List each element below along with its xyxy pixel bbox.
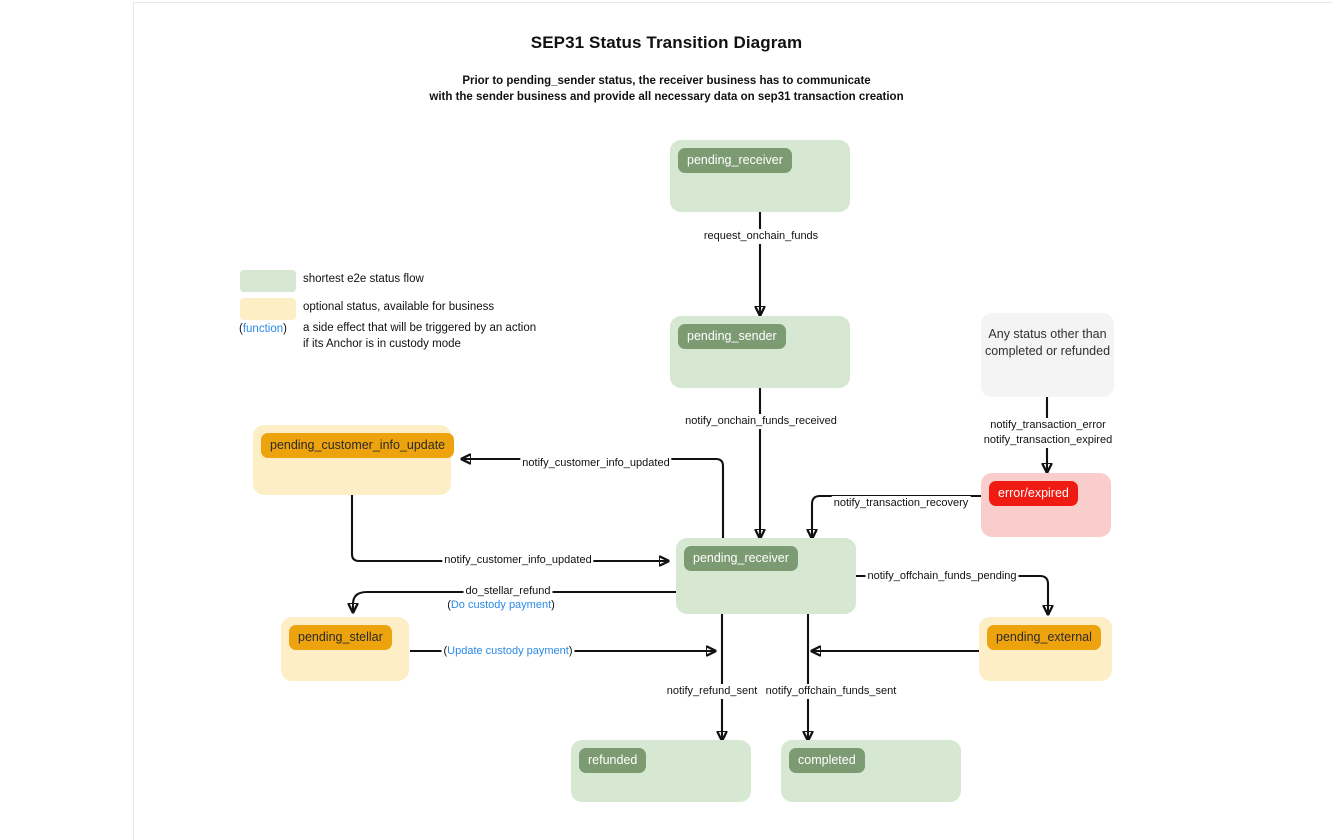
node-pending-stellar[interactable]: pending_stellar <box>281 617 409 681</box>
page-title: SEP31 Status Transition Diagram <box>530 33 803 52</box>
edge-notify-customer-info-updated-in <box>350 494 668 561</box>
node-label: pending_sender <box>678 324 786 349</box>
function-text: Do custody payment <box>450 599 552 611</box>
edge-label-notify-offchain-funds-sent: notify_offchain_funds_sent <box>763 684 899 699</box>
node-pending-receiver-top[interactable]: pending_receiver <box>670 140 850 212</box>
legend-function-close-paren: ) <box>283 323 287 335</box>
node-label: pending_receiver <box>684 546 798 571</box>
paren-open: ( <box>447 599 451 611</box>
edge-label-notify-customer-info-updated-in: notify_customer_info_updated <box>442 553 594 568</box>
node-pending-sender[interactable]: pending_sender <box>670 316 850 388</box>
node-error-expired[interactable]: error/expired <box>981 473 1111 537</box>
node-label: error/expired <box>989 481 1078 506</box>
edge-label-notify-transaction-error: notify_transaction_error <box>988 418 1108 433</box>
subtitle-line-2: with the sender business and provide all… <box>429 90 904 103</box>
edge-label-update-custody-payment: (Update custody payment) <box>441 644 575 659</box>
edge-label-notify-transaction-recovery: notify_transaction_recovery <box>831 496 971 511</box>
edge-label-notify-transaction-expired: notify_transaction_expired <box>981 433 1115 448</box>
node-refunded[interactable]: refunded <box>571 740 751 802</box>
node-pending-external[interactable]: pending_external <box>979 617 1112 681</box>
legend-function-keyword: function <box>242 323 284 335</box>
legend-label-optional-status: optional status, available for business <box>303 301 495 313</box>
node-label: pending_receiver <box>678 148 792 173</box>
edge-label-do-stellar-refund: do_stellar_refund <box>463 584 553 599</box>
legend-function-token: (function) <box>239 322 287 338</box>
edge-label-notify-onchain-funds-received: notify_onchain_funds_received <box>683 414 839 429</box>
legend-function-desc-line-1: a side effect that will be triggered by … <box>303 322 537 334</box>
legend-swatch-green <box>240 270 296 292</box>
any-status-line-1: Any status other than <box>988 327 1107 341</box>
edge-notify-customer-info-updated-out <box>462 459 725 538</box>
legend-function-open-paren: ( <box>239 323 243 335</box>
node-any-status[interactable]: Any status other than completed or refun… <box>981 313 1114 397</box>
node-label: Any status other than completed or refun… <box>981 326 1114 359</box>
subtitle-line-1: Prior to pending_sender status, the rece… <box>462 75 871 87</box>
node-completed[interactable]: completed <box>781 740 961 802</box>
node-label: pending_stellar <box>289 625 392 650</box>
edge-label-notify-customer-info-updated-out: notify_customer_info_updated <box>520 456 672 471</box>
paren-close: ) <box>568 645 573 657</box>
legend-swatch-amber <box>240 298 296 320</box>
node-label: completed <box>789 748 865 773</box>
node-label: refunded <box>579 748 647 773</box>
node-pending-customer-info-update[interactable]: pending_customer_info_update <box>253 425 455 495</box>
node-pending-receiver-main[interactable]: pending_receiver <box>676 538 856 614</box>
legend-function-desc-line-2: if its Anchor is in custody mode <box>303 338 461 350</box>
paren-open: ( <box>443 645 448 657</box>
edge-label-request-onchain-funds: request_onchain_funds <box>701 229 821 244</box>
edge-label-notify-refund-sent: notify_refund_sent <box>664 684 760 699</box>
page-subtitle: Prior to pending_sender status, the rece… <box>0 74 1333 105</box>
any-status-line-2: completed or refunded <box>984 343 1111 358</box>
legend-label-shortest-flow: shortest e2e status flow <box>303 273 424 285</box>
paren-close: ) <box>551 599 555 611</box>
edge-label-notify-offchain-funds-pending: notify_offchain_funds_pending <box>865 569 1019 584</box>
edge-label-do-custody-payment: (Do custody payment) <box>445 598 557 613</box>
node-label: pending_customer_info_update <box>261 433 455 458</box>
function-text: Update custody payment <box>447 645 569 657</box>
node-label: pending_external <box>987 625 1101 650</box>
